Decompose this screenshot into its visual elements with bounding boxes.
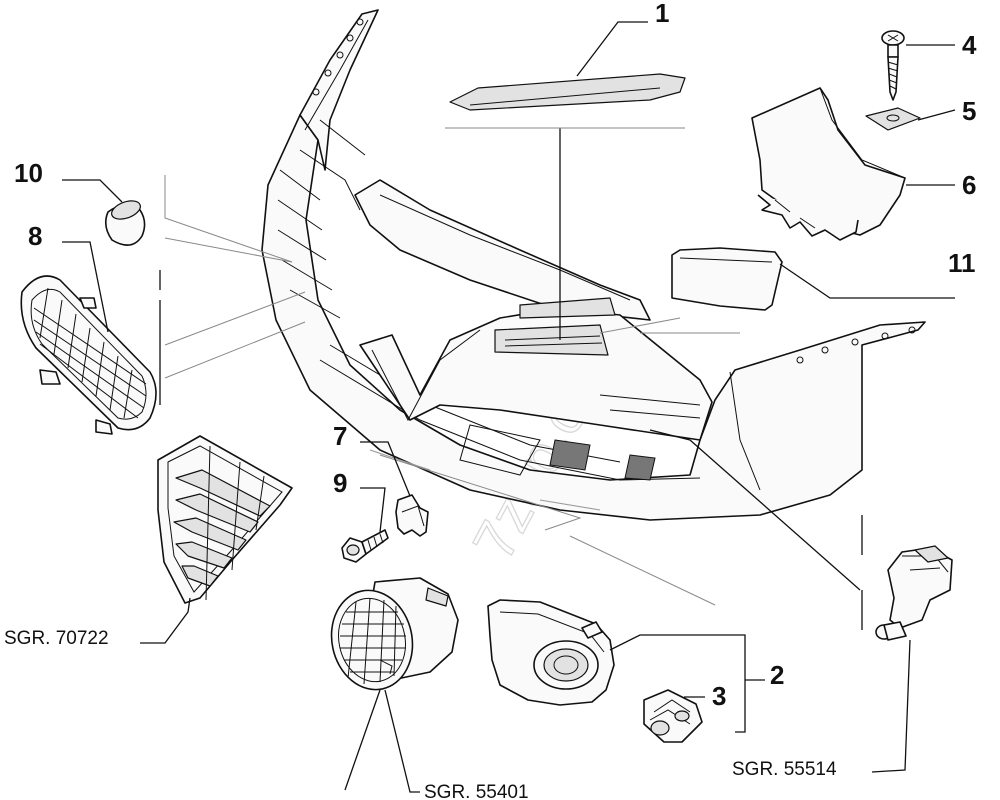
part-4-screw: 4 xyxy=(881,30,977,101)
callout-4: 4 xyxy=(962,30,977,60)
callout-1: 1 xyxy=(655,0,669,28)
callout-9: 9 xyxy=(333,468,347,498)
headlamp-washer-nozzle: SGR. 55514 xyxy=(732,545,953,780)
callout-2: 2 xyxy=(770,660,784,690)
assembly-leader-lines xyxy=(159,175,863,630)
fog-lamp-lens-pattern xyxy=(340,597,406,685)
center-grille-frame xyxy=(354,179,713,481)
part-11-tow-hook-cover: 11 xyxy=(671,247,976,311)
callout-10: 10 xyxy=(14,158,43,188)
callout-3: 3 xyxy=(712,681,726,711)
callout-11: 11 xyxy=(948,248,976,278)
part-6-corner-bracket: 6 xyxy=(751,87,976,241)
callout-6: 6 xyxy=(962,170,976,200)
part-5-clip-nut: 5 xyxy=(865,96,976,131)
callout-7: 7 xyxy=(333,421,347,451)
part-3-bezel-clip: 3 xyxy=(643,681,726,743)
ref-washer-nozzle: SGR. 55514 xyxy=(732,759,837,780)
ref-fog-lamp: SGR. 55401 xyxy=(424,782,529,800)
part-9-flange-bolt: 9 xyxy=(333,468,389,563)
side-grille-mesh xyxy=(33,287,147,419)
part-7-bracket-clip: 7 xyxy=(333,421,429,537)
callout-8: 8 xyxy=(28,221,42,251)
shield-grille-slats xyxy=(173,445,271,601)
part-8-side-grille: 8 xyxy=(20,221,157,435)
part-10-cap-plug: 10 xyxy=(14,158,146,246)
fog-lamp: SGR. 55401 xyxy=(330,577,529,800)
mounting-holes xyxy=(312,18,916,364)
part-1-upper-trim-strip: 1 xyxy=(445,0,686,340)
ref-shield-grille: SGR. 70722 xyxy=(4,628,109,649)
part-2-fog-lamp-bezel: 2 xyxy=(487,599,784,733)
central-shield-grille: SGR. 70722 xyxy=(4,435,293,649)
callout-5: 5 xyxy=(962,96,976,126)
